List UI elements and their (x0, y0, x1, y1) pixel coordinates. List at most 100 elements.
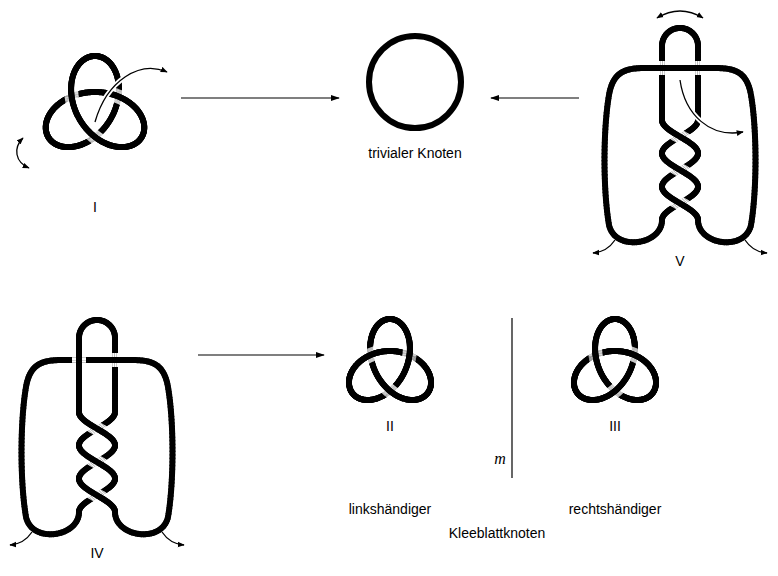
strand-gap (107, 104, 121, 119)
strand-segment (88, 53, 94, 59)
strand-gap (67, 88, 82, 102)
knot-drawing (345, 28, 485, 144)
strand-gap (686, 27, 701, 42)
strand-gap (71, 87, 86, 101)
strand-gap (115, 140, 130, 154)
strand-gap (136, 128, 150, 142)
strand-gap (75, 54, 89, 68)
strand-segment (89, 53, 95, 59)
strand-gap (96, 135, 111, 149)
strand-gap (134, 131, 148, 145)
unknot-circle (369, 36, 461, 128)
strand-gap (93, 133, 108, 147)
strand-gap (70, 87, 85, 101)
strand-gap (137, 124, 151, 138)
strand-gap (73, 113, 87, 128)
strand-gap (655, 177, 669, 192)
strand-gap (39, 117, 53, 132)
strand-gap (691, 36, 705, 51)
transform-arrow (181, 97, 339, 98)
strand-gap (66, 97, 80, 112)
strand-gap (134, 109, 148, 124)
edge-group (181, 98, 579, 355)
strand-gap (102, 55, 116, 69)
knot-label: trivialer Knoten (368, 144, 461, 162)
strand-gap (116, 140, 131, 154)
strand-gap (50, 138, 64, 152)
move-arrow-halo (95, 69, 167, 122)
strand-gap (59, 140, 74, 154)
strand-gap (111, 89, 126, 103)
strand-gap (86, 85, 101, 99)
strand-gap (87, 49, 101, 63)
strand-gap (691, 212, 705, 227)
strand-gap (62, 140, 77, 154)
strand-gap (101, 54, 115, 68)
strand-gap (93, 134, 108, 148)
strand-gap (690, 148, 704, 163)
strand-gap (50, 98, 65, 112)
strand-gap (688, 186, 703, 201)
strand-gap (99, 53, 113, 67)
strand-gap (92, 49, 106, 63)
strand-gap (122, 139, 137, 153)
strand-gap (69, 62, 83, 77)
strand-gap (94, 134, 109, 148)
strand-gap (110, 140, 125, 154)
strand-gap (90, 49, 104, 63)
strand-gap (51, 138, 65, 152)
strand-gap (46, 102, 60, 116)
strand-gap (123, 96, 138, 110)
strand-gap (99, 118, 113, 133)
strand-gap (137, 122, 151, 136)
strand-gap (123, 139, 138, 153)
strand-gap (691, 146, 705, 161)
strand-gap (690, 33, 704, 48)
strand-gap (46, 136, 60, 150)
strand-gap (130, 135, 144, 149)
strand-gap (47, 102, 61, 116)
strand-gap (43, 132, 57, 146)
strand-gap (125, 138, 139, 152)
strand-gap (71, 109, 85, 124)
strand-gap (108, 103, 122, 118)
strand-gap (54, 139, 69, 153)
strand-gap (134, 108, 148, 123)
strand-gap (101, 115, 115, 130)
strand-gap (84, 49, 98, 63)
strand-gap (65, 74, 79, 89)
strand-gap (39, 118, 53, 133)
strand-gap (90, 85, 105, 99)
strand-gap (687, 153, 702, 168)
strand-gap (104, 111, 118, 126)
strand-gap (50, 98, 64, 112)
strand-gap (72, 57, 86, 71)
strand-gap (49, 137, 63, 151)
strand-gap (102, 55, 116, 69)
strand-gap (92, 133, 107, 147)
strand-gap (137, 118, 151, 133)
strand-gap (71, 109, 85, 124)
strand-gap (135, 129, 149, 143)
strand-gap (73, 56, 87, 70)
strand-gap (656, 176, 670, 191)
strand-gap (85, 127, 100, 142)
strand-gap (68, 102, 82, 117)
strand-gap (128, 100, 142, 114)
strand-gap (45, 134, 59, 148)
strand-gap (64, 76, 78, 91)
strand-gap (126, 137, 140, 151)
strand-gap (122, 95, 137, 109)
strand-gap (40, 128, 54, 142)
strand-gap (64, 77, 78, 92)
strand-gap (79, 51, 93, 65)
strand-gap (691, 38, 705, 53)
strand-gap (81, 85, 96, 99)
strand-gap (124, 138, 138, 152)
strand-gap (137, 117, 151, 132)
strand-gap (95, 50, 109, 64)
strand-gap (45, 103, 59, 117)
strand-gap (88, 130, 103, 144)
strand-gap (684, 25, 699, 40)
strand-segment (91, 53, 97, 59)
